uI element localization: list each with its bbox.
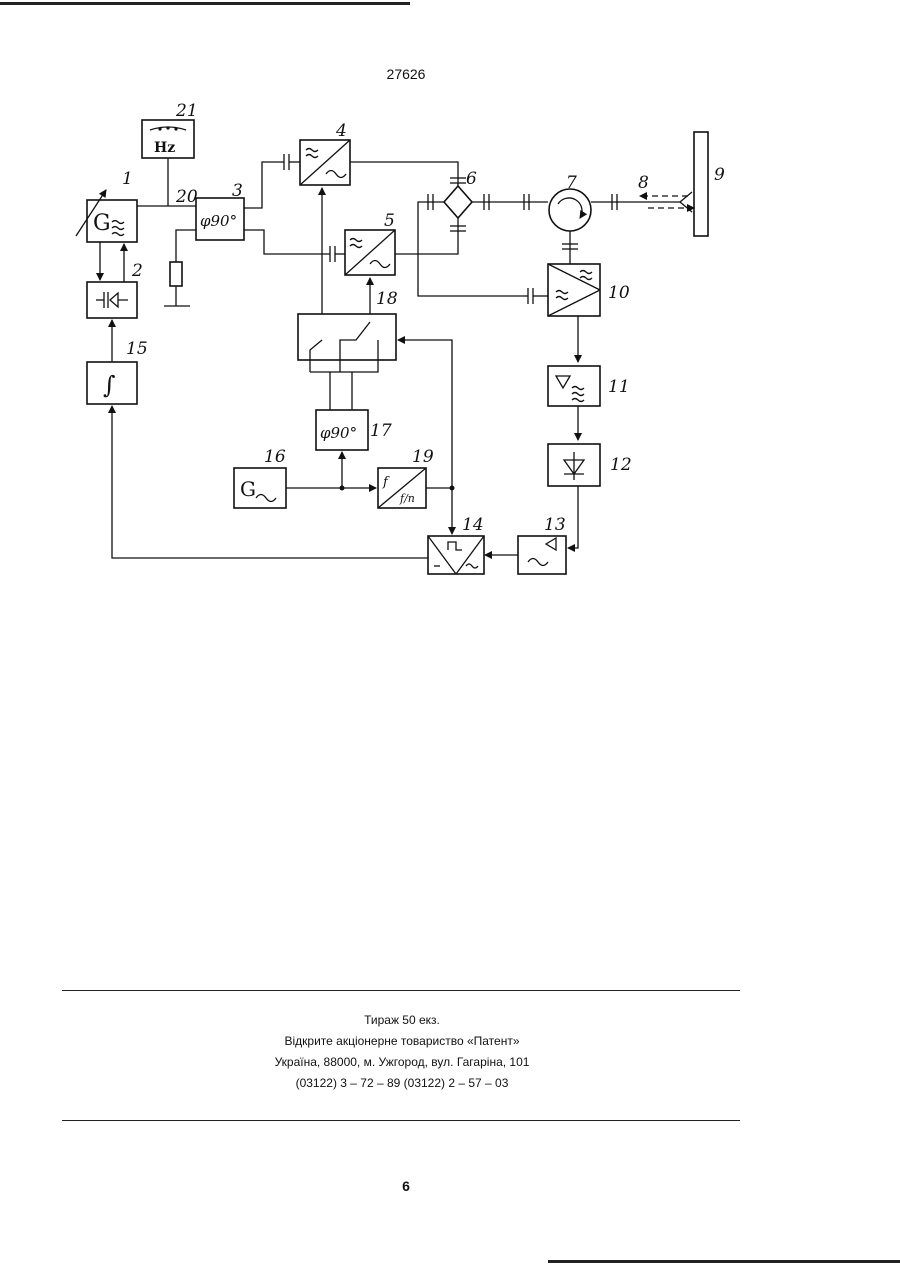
label-1: 1 (122, 169, 133, 189)
svg-text:f: f (382, 475, 390, 490)
amplifier-block-4 (300, 140, 350, 185)
label-21: 21 (175, 101, 198, 121)
generator-block-1: G (76, 190, 137, 242)
generator-g-symbol-16: G (240, 477, 256, 501)
page-number: 6 (0, 1178, 812, 1194)
label-15: 15 (126, 339, 148, 359)
label-19: 19 (412, 447, 434, 467)
label-11: 11 (608, 377, 630, 397)
phones-text: (03122) 3 – 72 – 89 (03122) 2 – 57 – 03 (62, 1073, 742, 1094)
divider-symbol: f/n (399, 492, 415, 505)
publication-bottom-rule (62, 1120, 740, 1121)
label-5: 5 (384, 211, 395, 231)
integrator-block-15: ∫ (87, 362, 137, 404)
label-7: 7 (566, 173, 577, 193)
publication-info: Тираж 50 екз. Відкрите акціонерне товари… (62, 1010, 742, 1094)
label-18: 18 (376, 289, 398, 309)
sync-detector-block-14 (428, 536, 484, 574)
label-14: 14 (462, 515, 484, 535)
phase-symbol-3: φ90° (200, 212, 237, 230)
amplifier-block-13 (518, 536, 566, 574)
label-10: 10 (608, 283, 630, 303)
label-13: 13 (544, 515, 566, 535)
label-3: 3 (232, 181, 243, 201)
label-4: 4 (335, 121, 347, 141)
divider-block-19: f f/n (378, 468, 426, 508)
circulator-block-7 (549, 189, 591, 231)
phase-symbol-17: φ90° (320, 424, 357, 442)
label-20: 20 (175, 187, 198, 207)
frequency-meter-block-21: Hz (142, 120, 194, 158)
varicap-block-2 (87, 282, 137, 318)
mixer-block-10 (548, 264, 600, 316)
publication-top-rule (62, 990, 740, 991)
generator-g-symbol: G (93, 211, 111, 236)
amplifier-block-5 (345, 230, 395, 275)
print-run-text: Тираж 50 екз. (62, 1010, 742, 1031)
switch-block-18 (298, 314, 396, 372)
label-9: 9 (714, 165, 725, 185)
hz-label: Hz (154, 140, 175, 156)
detector-block-12 (548, 444, 600, 486)
generator-block-16: G (234, 468, 286, 508)
label-8: 8 (638, 173, 649, 193)
publisher-text: Відкрите акціонерне товариство «Патент» (62, 1031, 742, 1052)
label-16: 16 (264, 447, 286, 467)
label-12: 12 (610, 455, 632, 475)
address-text: Україна, 88000, м. Ужгород, вул. Гагарін… (62, 1052, 742, 1073)
phase-shifter-block-17: φ90° (316, 410, 368, 450)
hybrid-block-6 (444, 186, 472, 218)
label-17: 17 (370, 421, 392, 441)
label-6: 6 (466, 169, 477, 189)
svg-text:∫: ∫ (103, 371, 116, 399)
reflector-block-9 (694, 132, 708, 236)
filter-block-11 (548, 366, 600, 406)
phase-splitter-block-3: φ90° (196, 198, 244, 240)
label-2: 2 (131, 261, 143, 281)
